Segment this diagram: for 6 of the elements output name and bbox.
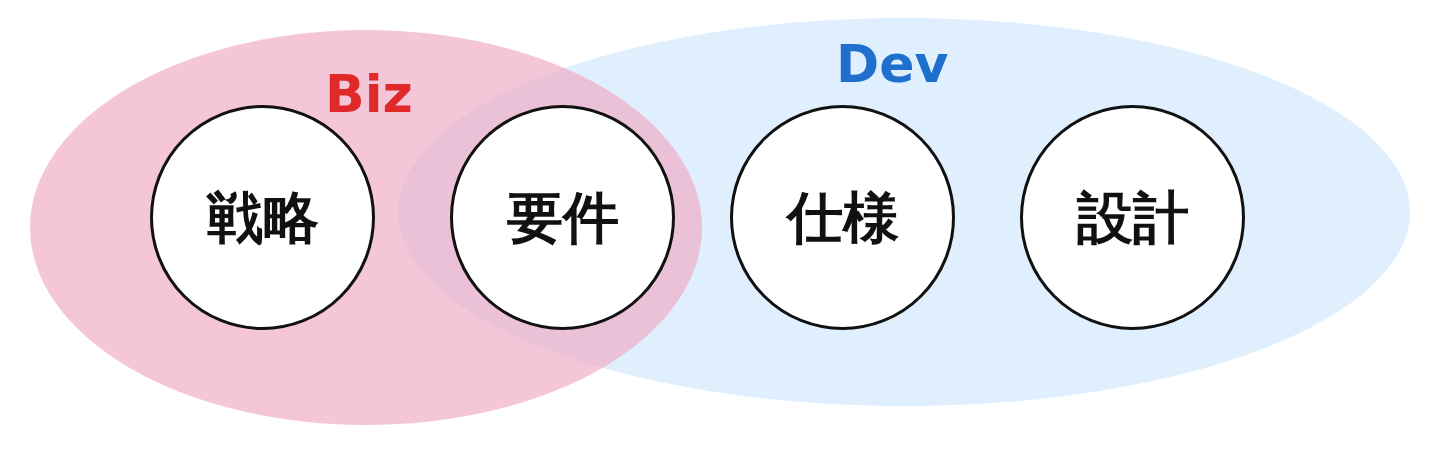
node-label: 設計 [1076, 189, 1189, 246]
node-label: 要件 [506, 189, 619, 246]
node-label: 仕様 [786, 189, 899, 246]
group-label: Biz [325, 68, 413, 120]
group-label: Dev [836, 38, 949, 90]
node-label: 戦略 [206, 189, 319, 246]
